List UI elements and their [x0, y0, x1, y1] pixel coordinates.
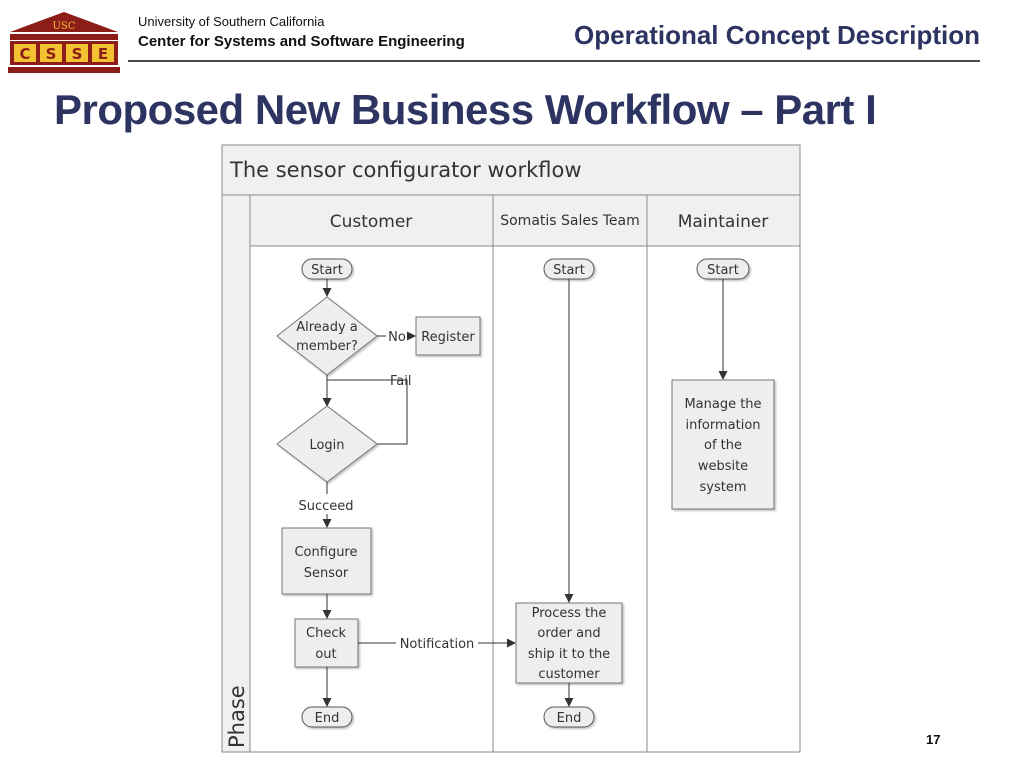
configure-sensor-line1: Configure — [294, 545, 357, 560]
svg-text:S: S — [46, 45, 57, 63]
lane-header-row — [249, 194, 801, 247]
page-number: 17 — [926, 732, 941, 747]
customer-end-label: End — [315, 711, 340, 726]
checkout-box — [294, 618, 359, 668]
manage-info-line5: system — [700, 480, 747, 495]
maintainer-start-label: Start — [707, 263, 739, 278]
svg-text:S: S — [72, 45, 83, 63]
fail-branch-label: Fail — [390, 374, 411, 389]
center-name: Center for Systems and Software Engineer… — [138, 33, 465, 50]
manage-info-line3: of the — [704, 438, 742, 453]
manage-info-line1: Manage the — [684, 397, 761, 412]
checkout-line2: out — [315, 647, 336, 662]
member-decision-line2: member? — [296, 339, 358, 354]
checkout-line1: Check — [306, 626, 346, 641]
svg-text:E: E — [98, 45, 108, 63]
phase-column — [221, 194, 251, 753]
notification-label: Notification — [400, 637, 475, 652]
university-name: University of Southern California — [138, 14, 325, 29]
process-order-line3: ship it to the — [528, 647, 610, 662]
csse-logo: USC C S S E — [8, 12, 120, 73]
manage-info-line4: website — [698, 459, 748, 474]
lane-header-sales: Somatis Sales Team — [500, 213, 640, 229]
svg-text:USC: USC — [53, 21, 76, 32]
slide-title: Proposed New Business Workflow – Part I — [54, 86, 877, 133]
register-box — [415, 316, 481, 356]
header-divider — [128, 60, 980, 62]
section-title: Operational Concept Description — [574, 20, 980, 50]
configure-sensor-line2: Sensor — [304, 566, 349, 581]
login-label: Login — [309, 438, 344, 453]
customer-start-label: Start — [311, 263, 343, 278]
diagram-title-bar — [221, 144, 801, 196]
lane-header-maintainer: Maintainer — [678, 212, 769, 232]
process-order-line2: order and — [537, 626, 600, 641]
sales-end-node — [543, 706, 595, 728]
fail-loop-line — [327, 379, 408, 445]
process-order-line1: Process the — [532, 606, 607, 621]
process-order-line4: customer — [538, 667, 600, 682]
sales-end-label: End — [557, 711, 582, 726]
lane-header-customer: Customer — [330, 212, 413, 232]
phase-label: Phase — [225, 685, 249, 748]
member-decision-line1: Already a — [296, 320, 358, 335]
configure-sensor-box — [281, 527, 372, 595]
manage-info-line2: information — [685, 418, 760, 433]
succeed-label: Succeed — [298, 499, 353, 514]
sales-start-label: Start — [553, 263, 585, 278]
customer-end-node — [301, 706, 353, 728]
manage-info-box — [671, 379, 775, 510]
svg-text:C: C — [19, 45, 30, 63]
register-label: Register — [421, 330, 475, 345]
diagram-title: The sensor configurator workflow — [229, 158, 582, 182]
no-branch-label: No — [388, 330, 406, 345]
